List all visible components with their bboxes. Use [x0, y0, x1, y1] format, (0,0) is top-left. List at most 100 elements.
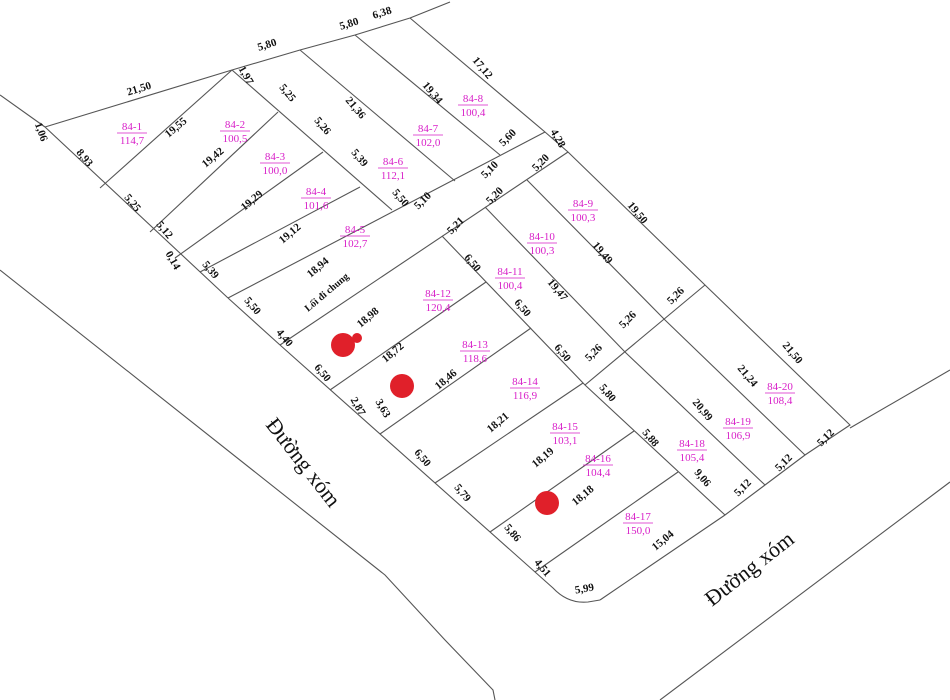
dimension-label: 18,72: [380, 340, 407, 365]
divider: [584, 284, 706, 386]
plot-id: 84-5: [345, 224, 366, 236]
plot-id: 84-12: [425, 288, 451, 300]
dimension-label: 5,39: [349, 147, 371, 170]
road-label-left: Đường xóm: [261, 413, 346, 512]
path-end: [227, 297, 281, 346]
dimension-label: 5,21: [445, 215, 467, 237]
dimension-label: 5,80: [338, 15, 360, 32]
path-upper-edge: [227, 131, 546, 299]
plot-id: 84-2: [225, 119, 245, 131]
plot-id: 84-20: [767, 381, 793, 393]
plot-area: 102,0: [416, 137, 441, 149]
dimension-label: 17,12: [470, 55, 495, 82]
plot-label-84-18: 84-18 105,4: [677, 438, 707, 464]
dimension-label: 8,93: [74, 147, 96, 170]
plot-area: 114,7: [120, 135, 145, 147]
divider: [489, 430, 635, 533]
dimension-label: 5,10: [412, 189, 434, 211]
dimension-label: 5,88: [640, 427, 662, 450]
plot-id: 84-1: [122, 121, 142, 133]
dimension-label: 4,51: [532, 557, 554, 579]
dimension-label: 4,40: [274, 327, 296, 350]
plot-area: 105,4: [680, 452, 705, 464]
dimension-label: 19,47: [545, 277, 570, 304]
dimension-label: 5,26: [583, 341, 605, 363]
divider: [299, 49, 456, 182]
dimension-label: 19,42: [200, 145, 227, 170]
dimension-label: 5,50: [390, 187, 412, 210]
plot-area: 106,9: [726, 430, 751, 442]
plot-id: 84-8: [463, 93, 484, 105]
red-marker: [331, 333, 355, 357]
plot-area: 104,4: [586, 467, 611, 479]
right-boundary: [409, 17, 851, 601]
red-marker: [352, 333, 362, 343]
plot-area: 103,1: [553, 435, 578, 447]
divider: [379, 327, 532, 435]
divider: [174, 151, 324, 259]
plot-label-84-1: 84-1 114,7: [117, 121, 147, 147]
divider: [434, 382, 584, 484]
plot-area: 150,0: [626, 525, 651, 537]
dimension-label: 5,26: [665, 284, 687, 306]
plot-id: 84-10: [529, 231, 555, 243]
dimension-label: 18,18: [570, 483, 597, 508]
plot-id: 84-18: [679, 438, 705, 450]
plot-area: 120,4: [426, 302, 451, 314]
divider: [441, 235, 726, 516]
dimension-label: 5,99: [574, 581, 596, 596]
dimension-label: 5,10: [479, 158, 501, 180]
divider: [199, 186, 361, 273]
dimension-label: 19,29: [239, 188, 266, 213]
divider: [526, 179, 806, 456]
top-edge-extension: [409, 1, 451, 19]
dimension-label: 5,26: [312, 115, 334, 138]
dimension-label: 18,46: [433, 367, 460, 392]
plot-id: 84-14: [512, 376, 538, 388]
plot-label-84-16: 84-16 104,4: [583, 453, 613, 479]
dimension-label: 5,80: [256, 36, 278, 53]
plot-area: 100,5: [223, 133, 248, 145]
plot-area: 100,0: [263, 165, 288, 177]
dimension-label: 18,98: [355, 305, 382, 330]
dimension-label: 5,12: [154, 219, 176, 242]
red-marker: [535, 491, 559, 515]
dimension-label: 18,19: [530, 445, 557, 470]
plot-area: 102,7: [343, 238, 368, 250]
dimension-label: 21,24: [735, 363, 760, 390]
plot-area: 100,4: [461, 107, 486, 119]
dimension-label: 15,04: [650, 528, 677, 553]
left-top-edge: [0, 94, 46, 128]
dimension-label: 19,34: [420, 80, 445, 107]
path-lower-edge: [279, 151, 569, 346]
left-boundary: [44, 126, 601, 603]
dimension-label: 5,50: [242, 295, 264, 318]
dimension-label: 6,50: [462, 252, 484, 275]
plot-label-84-5: 84-5 102,7: [340, 224, 370, 250]
divider: [99, 69, 233, 189]
plot-label-84-2: 84-2 100,5: [220, 119, 250, 145]
right-road-lower-edge: [659, 481, 950, 700]
divider: [149, 111, 279, 233]
plot-id: 84-11: [497, 266, 522, 278]
left-road-edge: [0, 269, 496, 700]
dimension-label: 5,20: [530, 151, 552, 173]
divider: [329, 281, 487, 391]
plot-id: 84-19: [725, 416, 751, 428]
dimension-label: 18,21: [485, 410, 512, 435]
plot-id: 84-13: [462, 339, 488, 351]
dimension-label: 20,99: [690, 397, 715, 424]
plot-id: 84-6: [383, 156, 404, 168]
plot-id: 84-16: [585, 453, 611, 465]
